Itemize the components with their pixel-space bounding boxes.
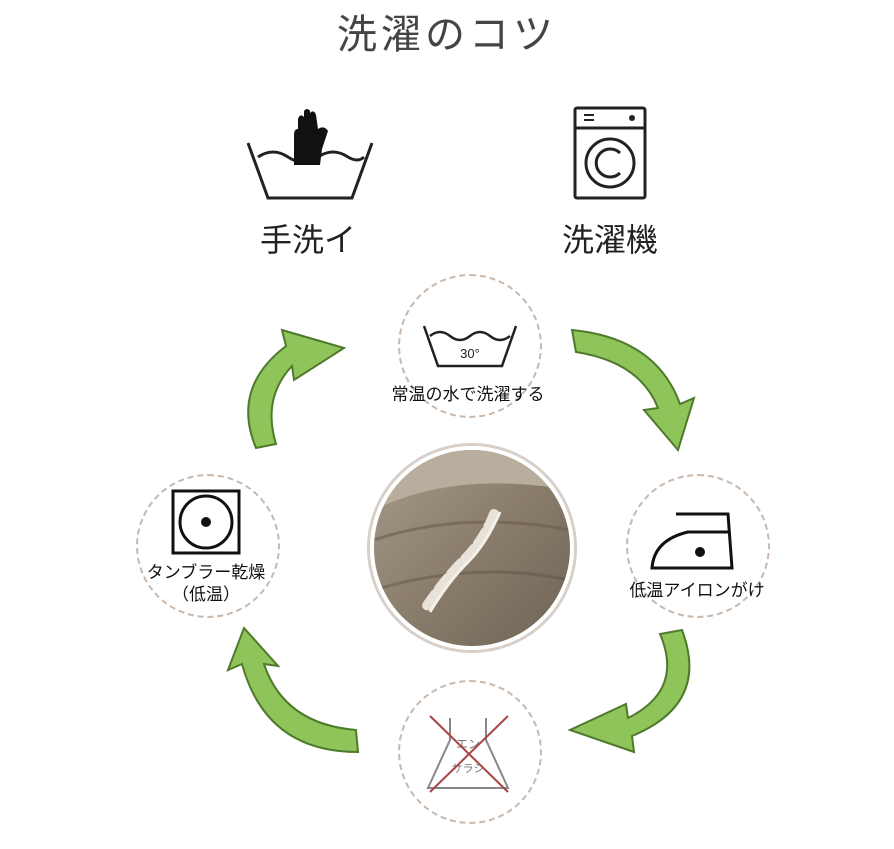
low-iron-icon	[650, 512, 734, 570]
arrow-to-wash	[247, 328, 347, 450]
tumble-dry-low-icon	[171, 489, 241, 555]
washing-machine-label: 洗濯機	[561, 221, 658, 259]
washing-machine-icon	[573, 106, 647, 200]
wash-step-circle	[398, 274, 542, 418]
wash-30-icon: 30°	[422, 325, 518, 368]
iron-step-circle	[626, 474, 770, 618]
arrow-to-iron	[570, 328, 696, 453]
hand-wash-label: 手洗イ	[259, 221, 356, 259]
wash-step-label: 常温の水で洗濯する	[391, 385, 545, 405]
linen-fabric-photo	[370, 446, 574, 650]
iron-step-label: 低温アイロンがけ	[629, 581, 765, 601]
dry-step-label: タンブラー乾燥	[146, 563, 266, 583]
dry-step-circle	[136, 474, 280, 618]
arrow-to-no-bleach	[567, 628, 691, 754]
dry-step-sublabel: （低温）	[172, 585, 240, 605]
hand-wash-icon	[246, 109, 374, 200]
no-bleach-icon: エン サラシ	[426, 715, 510, 793]
arrow-to-dry	[226, 626, 360, 754]
page-title: 洗濯のコツ	[337, 12, 557, 58]
no-bleach-text-bottom: サラシ	[452, 762, 485, 775]
wash-temp-text: 30°	[460, 346, 480, 361]
